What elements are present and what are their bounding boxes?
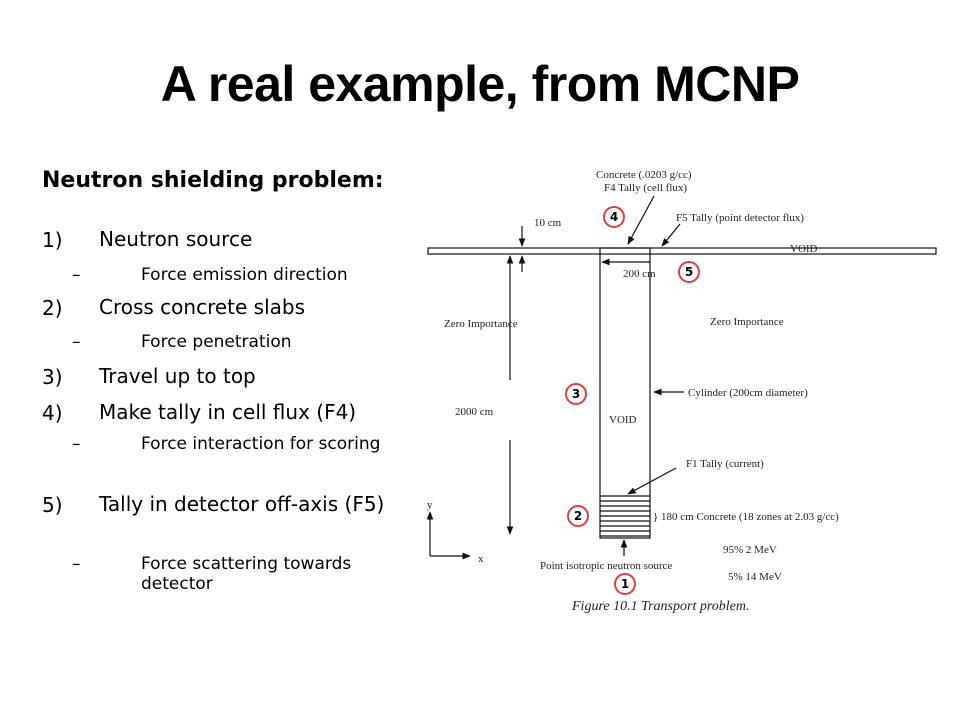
cylinder-label: Cylinder (200cm diameter) xyxy=(688,387,808,399)
step-number: 3) xyxy=(42,365,63,389)
step-number: 4) xyxy=(42,401,63,425)
concrete-slab-zones xyxy=(600,495,650,537)
marker-2: 2 xyxy=(567,505,589,527)
dash-bullet: – xyxy=(72,554,81,574)
step-sub-text: Force scattering towards detector xyxy=(141,554,352,594)
f1-label: F1 Tally (current) xyxy=(686,458,764,470)
marker-label: 5 xyxy=(685,265,693,279)
y-axis-label: y xyxy=(427,499,433,511)
concrete-pointer-arrow xyxy=(627,195,655,245)
void-top-label: VOID xyxy=(790,243,818,255)
two-hundred-cm-label: 200 cm xyxy=(623,268,656,280)
x-axis-label: x xyxy=(478,553,484,565)
top-concrete-slab xyxy=(427,247,937,255)
step-number: 1) xyxy=(42,228,63,252)
concrete-label: Concrete (.0203 g/cc) xyxy=(596,169,692,181)
zero-importance-left-label: Zero Importance xyxy=(444,318,518,330)
step-text: Travel up to top xyxy=(99,364,256,388)
step-sub-text: Force interaction for scoring xyxy=(141,434,381,454)
step-number: 5) xyxy=(42,493,63,517)
step-sub-text: Force emission direction xyxy=(141,265,348,285)
zero-importance-right-label: Zero Importance xyxy=(710,316,784,328)
marker-4: 4 xyxy=(603,206,625,228)
step-sub-text: Force penetration xyxy=(141,332,292,352)
f1-pointer-arrow xyxy=(627,467,677,495)
dash-bullet: – xyxy=(72,332,81,352)
f5-pointer-arrow xyxy=(661,223,681,247)
marker-label: 3 xyxy=(572,387,580,401)
dash-bullet: – xyxy=(72,434,81,454)
energy-2mev-label: 95% 2 MeV xyxy=(723,544,777,556)
figure-caption: Figure 10.1 Transport problem. xyxy=(571,599,749,614)
step-text: Neutron source xyxy=(99,227,253,251)
marker-1: 1 xyxy=(614,573,636,595)
dash-bullet: – xyxy=(72,265,81,285)
marker-label: 2 xyxy=(574,509,582,523)
void-cylinder xyxy=(599,247,651,539)
slide-subtitle: Neutron shielding problem: xyxy=(42,168,384,193)
two-thousand-cm-label: 2000 cm xyxy=(455,406,494,418)
step-number: 2) xyxy=(42,296,63,320)
marker-3: 3 xyxy=(565,383,587,405)
f4-label: F4 Tally (cell flux) xyxy=(604,182,687,194)
ten-cm-label: 10 cm xyxy=(534,217,562,229)
step-text: Cross concrete slabs xyxy=(99,295,306,319)
f5-label: F5 Tally (point detector flux) xyxy=(676,212,804,224)
step-text: Tally in detector off-axis (F5) xyxy=(99,492,385,516)
energy-14mev-label: 5% 14 MeV xyxy=(728,571,782,583)
slab-label: } 180 cm Concrete (18 zones at 2.03 g/cc… xyxy=(653,511,839,523)
void-inside-label: VOID xyxy=(609,414,637,426)
marker-5: 5 xyxy=(678,261,700,283)
source-label: Point isotropic neutron source xyxy=(540,560,672,572)
step-text: Make tally in cell flux (F4) xyxy=(99,400,357,424)
marker-label: 4 xyxy=(610,210,618,224)
marker-label: 1 xyxy=(621,577,629,591)
slide-title: A real example, from MCNP xyxy=(160,56,800,112)
